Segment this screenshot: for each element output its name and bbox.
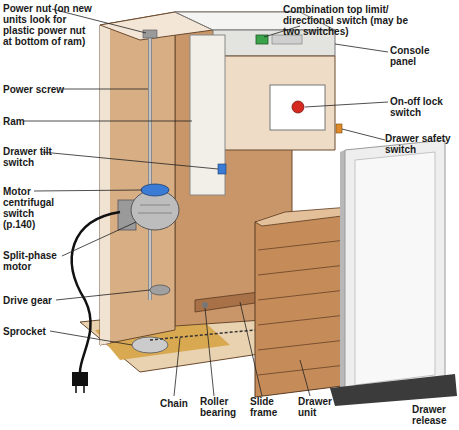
front-face [213, 56, 335, 150]
plug-prong [75, 386, 77, 393]
drawer-release [330, 374, 457, 406]
part-label: Drawer safety switch [385, 133, 457, 155]
plug-prong [83, 386, 85, 393]
part-label: Drawer unit [298, 396, 342, 418]
drawer-slat [258, 240, 346, 250]
leader-line [300, 360, 310, 396]
part-label: Power screw [3, 84, 73, 95]
part-label: Roller bearing [200, 396, 246, 418]
side-wall [100, 12, 175, 345]
leader-line [342, 129, 385, 140]
side-wall-edge [100, 23, 110, 345]
roller-bearing [202, 302, 208, 308]
part-label: Chain [160, 398, 200, 409]
motor-rib [138, 213, 172, 214]
part-label: Console panel [390, 45, 440, 67]
plug [72, 372, 88, 386]
part-label: On-off lock switch [390, 96, 452, 118]
drawer-inset [355, 152, 435, 385]
leader-line [62, 222, 136, 256]
leader-line [56, 290, 150, 300]
part-label: Combination top limit/ directional switc… [283, 4, 413, 37]
drive-gear [150, 285, 170, 295]
drawer-rim [255, 207, 350, 226]
motor-rib [140, 205, 170, 206]
centrifugal-switch [141, 184, 169, 196]
part-label: Drawer tilt switch [3, 146, 61, 168]
leader-line [34, 190, 142, 191]
tilt-switch [218, 164, 226, 174]
part-label: Slide frame [250, 396, 288, 418]
safety-switch [336, 124, 342, 133]
ram [190, 35, 225, 195]
leader-line [174, 338, 180, 396]
leader-line [335, 44, 388, 52]
drawer-front [345, 140, 445, 395]
part-label: Power nut (on new units look for plastic… [3, 3, 95, 47]
leader-line [42, 152, 218, 169]
drawer-slat [258, 340, 346, 350]
power-screw-highlight [149, 32, 151, 300]
power-nut [143, 30, 157, 38]
leader-line [24, 121, 192, 122]
part-label: Split-phase motor [3, 250, 67, 272]
leader-line [50, 331, 132, 345]
power-cord [72, 212, 120, 372]
lock-switch [292, 101, 304, 113]
part-label: Ram [3, 116, 43, 127]
leader-line [305, 102, 388, 107]
part-label: Drawer release [412, 404, 458, 426]
part-label: Motor centrifugal switch (p.140) [3, 186, 65, 230]
drawer-slat [258, 265, 346, 275]
leader-line [205, 308, 214, 396]
lock-switch-plate [270, 85, 325, 130]
drawer-slat [258, 315, 346, 325]
part-label: Drive gear [3, 295, 63, 306]
power-screw [148, 32, 152, 300]
part-label: Sprocket [3, 326, 63, 337]
leader-line [62, 89, 148, 90]
drawer-slat [258, 290, 346, 300]
leader-line [240, 302, 262, 396]
drawer-unit [255, 207, 350, 397]
drawer-frame [340, 150, 345, 395]
